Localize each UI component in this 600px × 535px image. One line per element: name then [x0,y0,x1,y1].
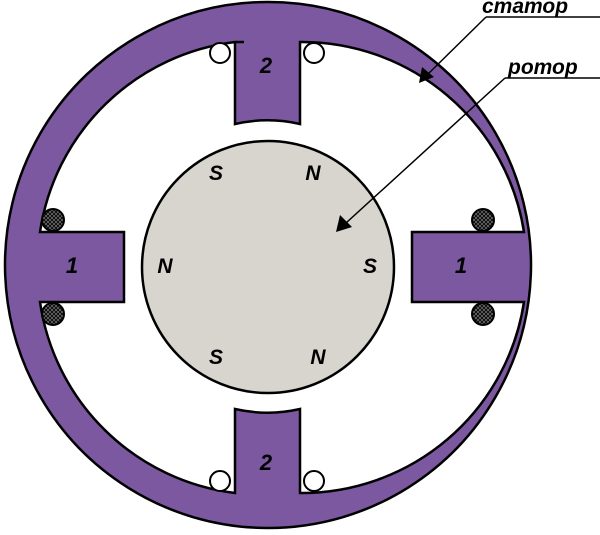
rotor-pole-top-left: S [209,162,223,185]
rotor-pole-top-right: N [305,162,321,185]
rotor-pole-bottom-right: N [310,346,326,369]
winding-bottom-left [209,470,231,492]
stator-label: статор [482,0,568,18]
winding-left-upper [41,208,65,232]
pole-label-top: 2 [259,53,273,78]
winding-right-upper [471,208,495,232]
winding-top-right [303,42,325,64]
winding-left-lower [41,302,65,326]
rotor-pole-right: S [363,255,377,278]
pole-label-bottom: 2 [259,450,273,475]
rotor-label: ротор [507,56,578,79]
winding-top-left [209,42,231,64]
stator [3,0,533,530]
rotor [140,139,396,395]
winding-right-lower [471,302,495,326]
rotor-pole-bottom-left: S [209,346,223,369]
rotor-arrowhead [336,215,352,232]
winding-bottom-right [303,470,325,492]
rotor-leader [336,77,600,232]
pole-label-right: 1 [455,253,467,278]
stator-leader [419,16,600,83]
pole-label-left: 1 [66,253,78,278]
stator-arrowhead [419,67,434,83]
rotor-pole-left: N [157,255,173,278]
